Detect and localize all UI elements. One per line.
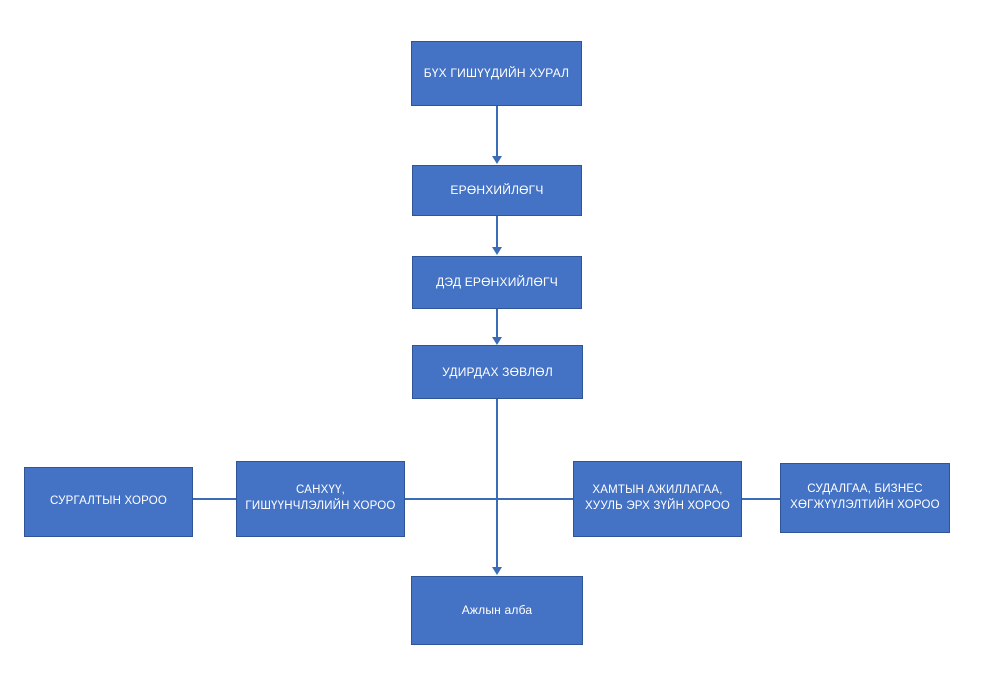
node-research-business-committee[interactable]: СУДАЛГАА, БИЗНЕС ХӨГЖҮҮЛЭЛТИЙН ХОРОО <box>780 463 950 533</box>
connector-board-to-working-office <box>496 399 498 568</box>
connector-committee-bus-right <box>742 498 780 500</box>
arrowhead-president-to-vice-president <box>492 247 502 255</box>
node-president-label: ЕРӨНХИЙЛӨГЧ <box>450 183 544 198</box>
node-finance-membership-committee[interactable]: САНХҮҮ, ГИШҮҮНЧЛЭЛИЙН ХОРОО <box>236 461 405 537</box>
node-working-office[interactable]: Ажлын алба <box>411 576 583 645</box>
node-vice-president[interactable]: ДЭД ЕРӨНХИЙЛӨГЧ <box>412 256 582 309</box>
node-training-committee-label: СУРГАЛТЫН ХОРОО <box>49 495 168 508</box>
arrowhead-vice-president-to-board <box>492 337 502 345</box>
node-president[interactable]: ЕРӨНХИЙЛӨГЧ <box>412 165 582 216</box>
node-board[interactable]: УДИРДАХ ЗӨВЛӨЛ <box>412 345 583 399</box>
arrowhead-board-to-working-office <box>492 567 502 575</box>
node-vice-president-label: ДЭД ЕРӨНХИЙЛӨГЧ <box>436 275 558 290</box>
node-training-committee[interactable]: СУРГАЛТЫН ХОРОО <box>24 467 193 537</box>
node-general-assembly[interactable]: БҮХ ГИШҮҮДИЙН ХУРАЛ <box>411 41 582 106</box>
connector-assembly-to-president <box>496 106 498 157</box>
node-cooperation-legal-committee-label: ХАМТЫН АЖИЛЛАГАА, ХУУЛЬ ЭРХ ЗҮЙН ХОРОО <box>584 484 731 512</box>
node-working-office-label: Ажлын алба <box>461 603 533 618</box>
node-research-business-committee-label: СУДАЛГАА, БИЗНЕС ХӨГЖҮҮЛЭЛТИЙН ХОРОО <box>790 483 940 511</box>
connector-committee-bus-center <box>405 498 573 500</box>
node-board-label: УДИРДАХ ЗӨВЛӨЛ <box>442 364 553 379</box>
arrowhead-assembly-to-president <box>492 156 502 164</box>
node-general-assembly-label: БҮХ ГИШҮҮДИЙН ХУРАЛ <box>423 66 570 81</box>
connector-committee-bus-left <box>193 498 237 500</box>
connector-president-to-vice-president <box>496 216 498 248</box>
node-cooperation-legal-committee[interactable]: ХАМТЫН АЖИЛЛАГАА, ХУУЛЬ ЭРХ ЗҮЙН ХОРОО <box>573 461 742 537</box>
node-finance-membership-committee-label: САНХҮҮ, ГИШҮҮНЧЛЭЛИЙН ХОРОО <box>245 484 396 512</box>
connector-vice-president-to-board <box>496 309 498 340</box>
